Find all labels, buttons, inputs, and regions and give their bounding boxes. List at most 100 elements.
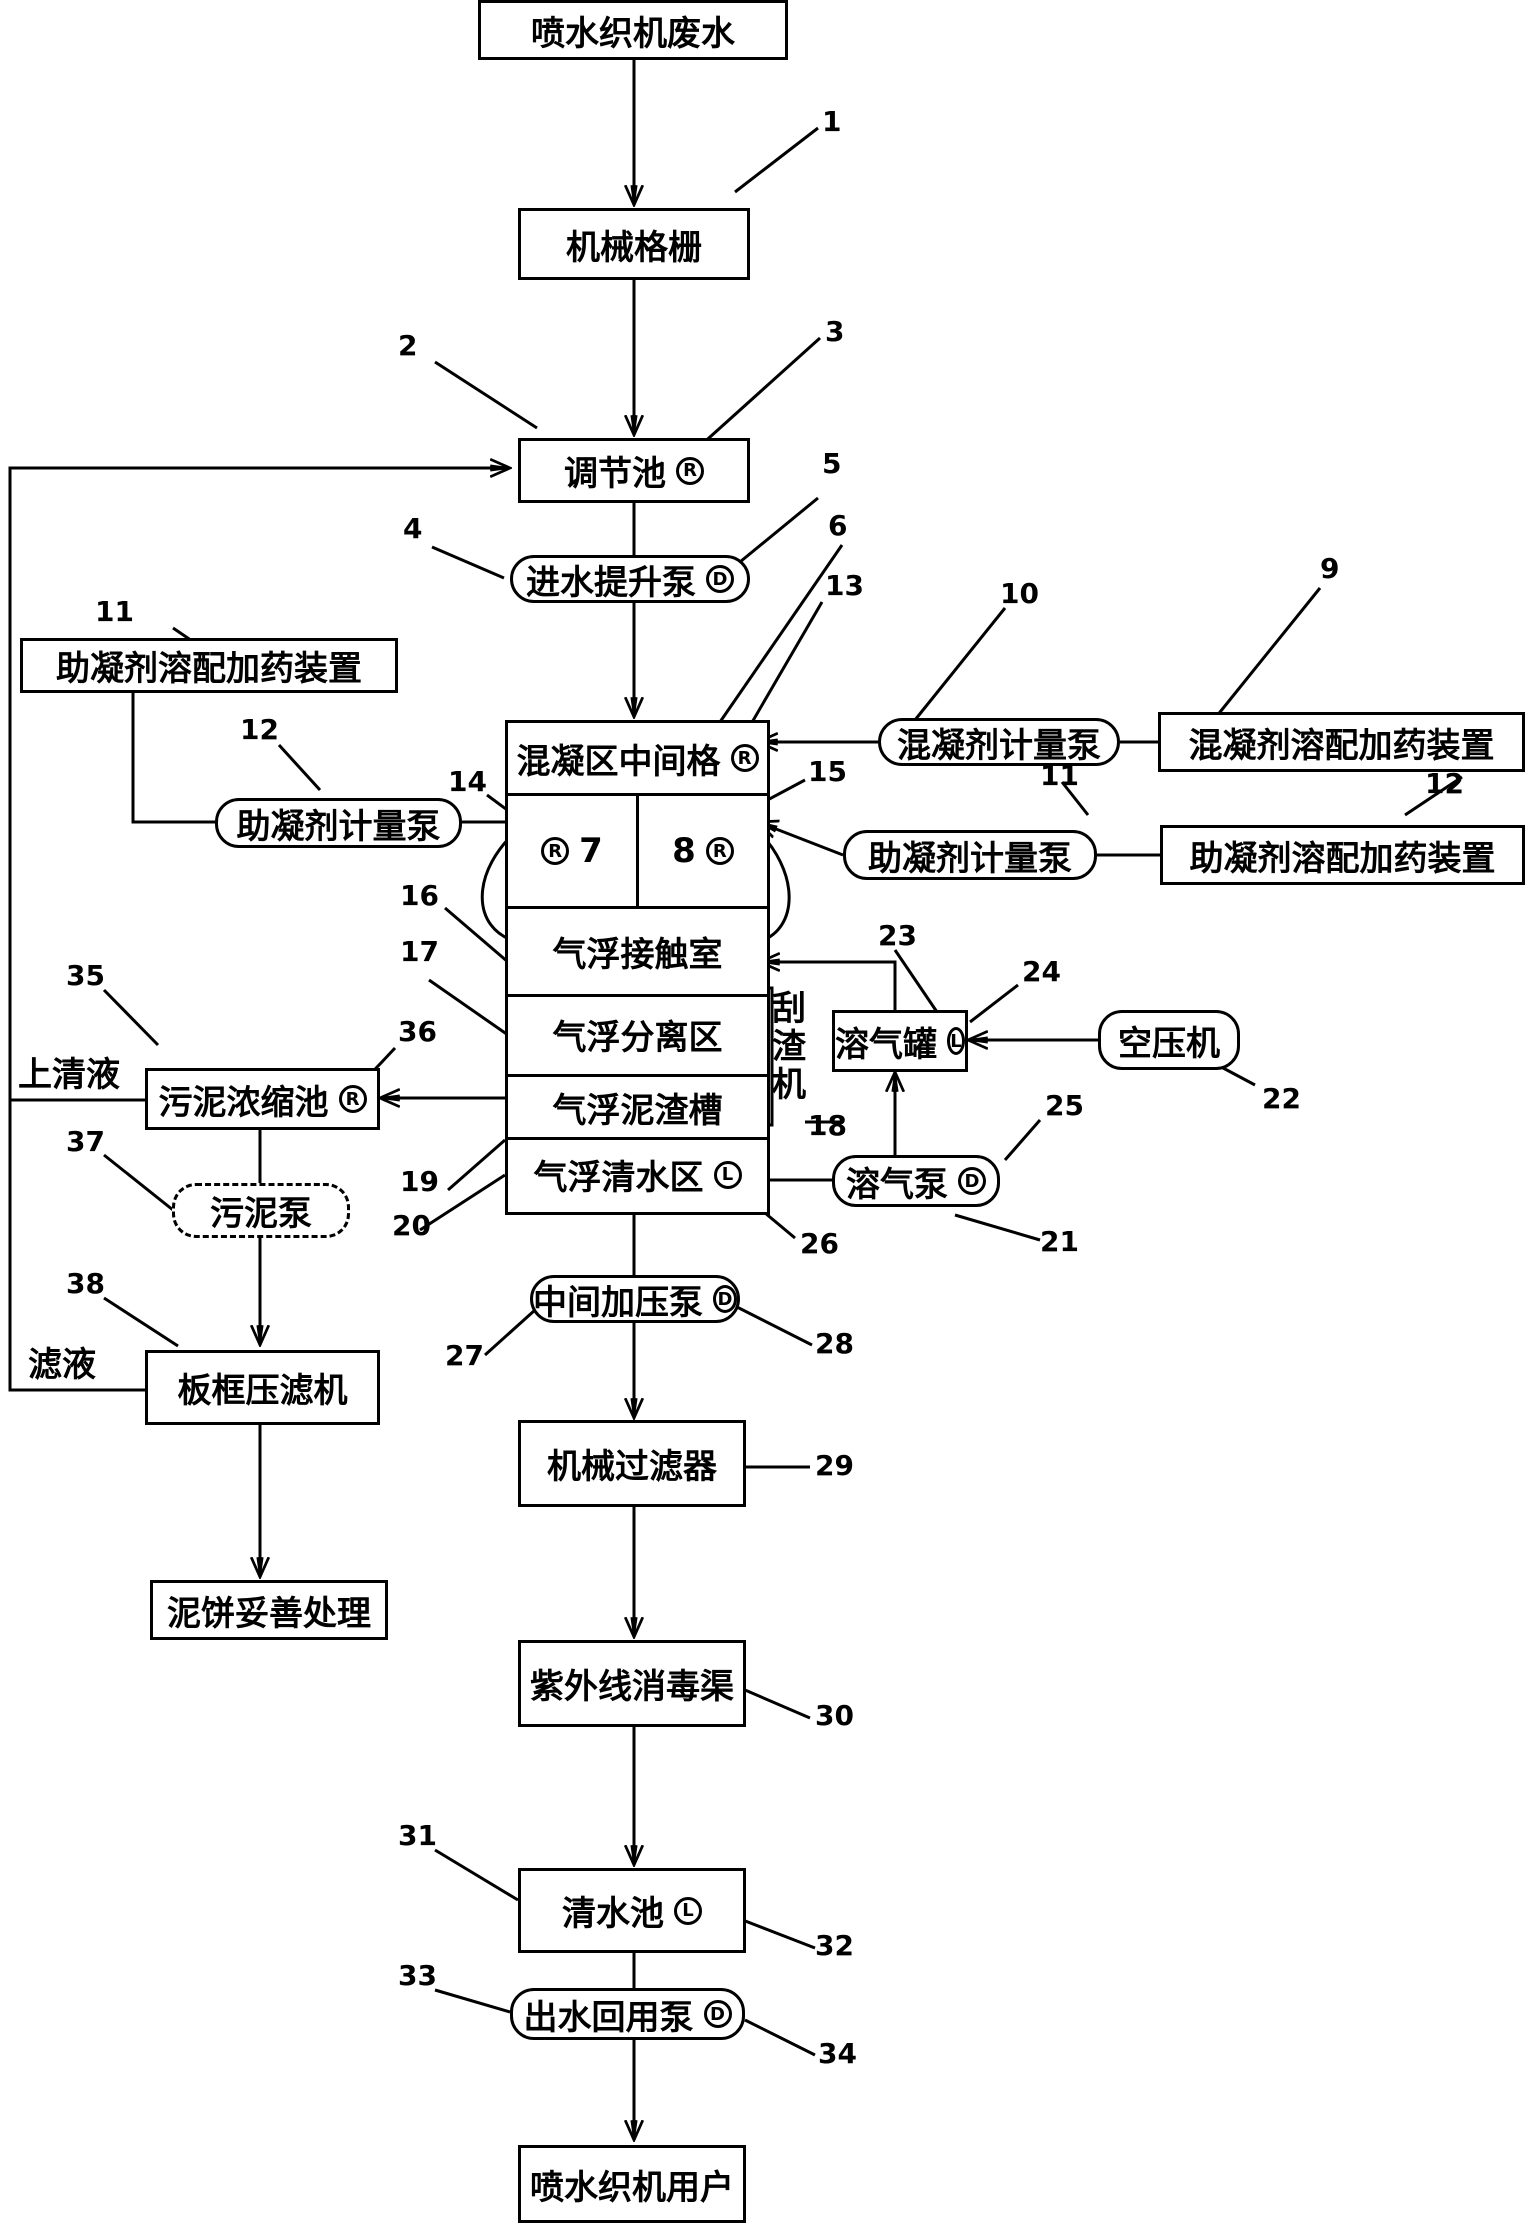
callout-24: 24 xyxy=(1022,955,1061,988)
callout-9: 9 xyxy=(1320,552,1340,585)
uv-channel-box: 紫外线消毒渠 xyxy=(518,1640,746,1727)
callout-3: 3 xyxy=(825,315,845,348)
agitator-symbol-13: R xyxy=(730,744,759,772)
callout-20: 20 xyxy=(392,1209,431,1242)
contact-chamber-label: 气浮接触室 xyxy=(552,935,723,975)
user-label: 喷水织机用户 xyxy=(530,2167,734,2208)
booster-pump-box: 中间加压泵 D xyxy=(530,1275,740,1323)
compressor-label: 空压机 xyxy=(1118,1023,1220,1064)
uv-channel-label: 紫外线消毒渠 xyxy=(530,1667,734,1707)
connector-lines xyxy=(8,60,1463,2140)
callout-11-right: 11 xyxy=(1040,759,1079,792)
callout-5: 5 xyxy=(822,447,842,480)
source-label: 喷水织机废水 xyxy=(531,13,735,54)
coag-pump-label: 混凝剂计量泵 xyxy=(897,725,1101,766)
callout-11-left: 11 xyxy=(95,595,134,628)
compressor-box: 空压机 xyxy=(1098,1010,1240,1070)
scum-trough: 气浮泥渣槽 xyxy=(508,1074,767,1140)
cell-7-label: 7 xyxy=(579,831,603,871)
scum-trough-label: 气浮泥渣槽 xyxy=(552,1090,723,1131)
level-symbol-32: L xyxy=(674,1896,702,1925)
pump-symbol-28: D xyxy=(713,1285,737,1313)
supernatant-label: 上清液 xyxy=(18,1055,120,1095)
cake-disposal-box: 泥饼妥善处理 xyxy=(150,1580,388,1640)
screen-label: 机械格栅 xyxy=(566,227,702,268)
callout-36: 36 xyxy=(398,1015,437,1048)
callout-12-right: 12 xyxy=(1425,767,1464,800)
callout-23: 23 xyxy=(878,919,917,952)
sludge-thickener-box: 污泥浓缩池 R xyxy=(145,1068,380,1130)
callout-10: 10 xyxy=(1000,577,1039,610)
dissolve-pump-label: 溶气泵 xyxy=(846,1164,948,1205)
callout-25: 25 xyxy=(1045,1089,1084,1122)
callout-32: 32 xyxy=(815,1929,854,1962)
mech-filter-box: 机械过滤器 xyxy=(518,1420,746,1507)
aid-dosing-right-box: 助凝剂溶配加药装置 xyxy=(1160,825,1525,885)
pump-symbol-25: D xyxy=(958,1167,986,1195)
callout-1: 1 xyxy=(822,105,842,138)
cake-disposal-label: 泥饼妥善处理 xyxy=(167,1593,371,1634)
aid-pump-left-label: 助凝剂计量泵 xyxy=(236,806,441,847)
callout-26: 26 xyxy=(800,1227,839,1260)
callout-21: 21 xyxy=(1040,1225,1079,1258)
user-box: 喷水织机用户 xyxy=(518,2145,746,2223)
callout-38: 38 xyxy=(66,1267,105,1300)
callout-19: 19 xyxy=(400,1165,439,1198)
pump-symbol: D xyxy=(706,565,734,593)
callout-34: 34 xyxy=(818,2037,857,2070)
filter-press-box: 板框压滤机 xyxy=(145,1350,380,1425)
source-box: 喷水织机废水 xyxy=(478,0,788,60)
coag-pump-box: 混凝剂计量泵 xyxy=(878,718,1120,766)
callout-35: 35 xyxy=(66,959,105,992)
callout-14: 14 xyxy=(448,765,487,798)
scraper-label: 刮渣机 xyxy=(772,990,812,1104)
mech-filter-label: 机械过滤器 xyxy=(547,1447,717,1487)
callout-37: 37 xyxy=(66,1125,105,1158)
callout-18: 18 xyxy=(808,1109,847,1142)
callout-17: 17 xyxy=(400,935,439,968)
separation-label: 气浮分离区 xyxy=(552,1017,723,1058)
dissolve-pump-box: 溶气泵 D xyxy=(832,1155,1000,1207)
booster-pump-label: 中间加压泵 xyxy=(533,1282,703,1323)
aid-pump-right-label: 助凝剂计量泵 xyxy=(868,838,1072,879)
sludge-pump-box: 污泥泵 xyxy=(172,1183,350,1238)
clear-tank-box: 清水池 L xyxy=(518,1868,746,1953)
callout-13: 13 xyxy=(825,569,864,602)
callout-12-left: 12 xyxy=(240,713,279,746)
agitator-symbol-36: R xyxy=(338,1085,367,1113)
callout-29: 29 xyxy=(815,1449,854,1482)
aid-pump-left-box: 助凝剂计量泵 xyxy=(215,798,462,848)
clear-zone-label: 气浮清水区 xyxy=(533,1158,704,1198)
coag-dosing-box: 混凝剂溶配加药装置 xyxy=(1158,712,1525,772)
callout-16: 16 xyxy=(400,879,439,912)
callout-28: 28 xyxy=(815,1327,854,1360)
sludge-thickener-label: 污泥浓缩池 xyxy=(158,1082,329,1123)
callout-33: 33 xyxy=(398,1959,437,1992)
scraper-text: 刮渣机 xyxy=(772,989,806,1105)
agitator-symbol-14: R xyxy=(541,837,570,865)
screen-box: 机械格栅 xyxy=(518,208,750,280)
lift-pump-box: 进水提升泵 D xyxy=(510,555,750,603)
clear-tank-label: 清水池 xyxy=(562,1894,664,1934)
separation-zone: 气浮分离区 xyxy=(508,994,767,1074)
aid-dosing-right-label: 助凝剂溶配加药装置 xyxy=(1189,838,1496,879)
aid-dosing-left-label: 助凝剂溶配加药装置 xyxy=(56,649,362,689)
lift-pump-label: 进水提升泵 xyxy=(526,562,696,603)
filter-press-label: 板框压滤机 xyxy=(177,1371,348,1411)
callout-6: 6 xyxy=(828,509,848,542)
callout-4: 4 xyxy=(403,512,423,545)
callout-22: 22 xyxy=(1262,1082,1301,1115)
cell-8-label: 8 xyxy=(672,831,696,871)
aid-dosing-left-box: 助凝剂溶配加药装置 xyxy=(20,638,398,693)
agitator-symbol-15: R xyxy=(705,837,734,865)
callout-31: 31 xyxy=(398,1819,437,1852)
